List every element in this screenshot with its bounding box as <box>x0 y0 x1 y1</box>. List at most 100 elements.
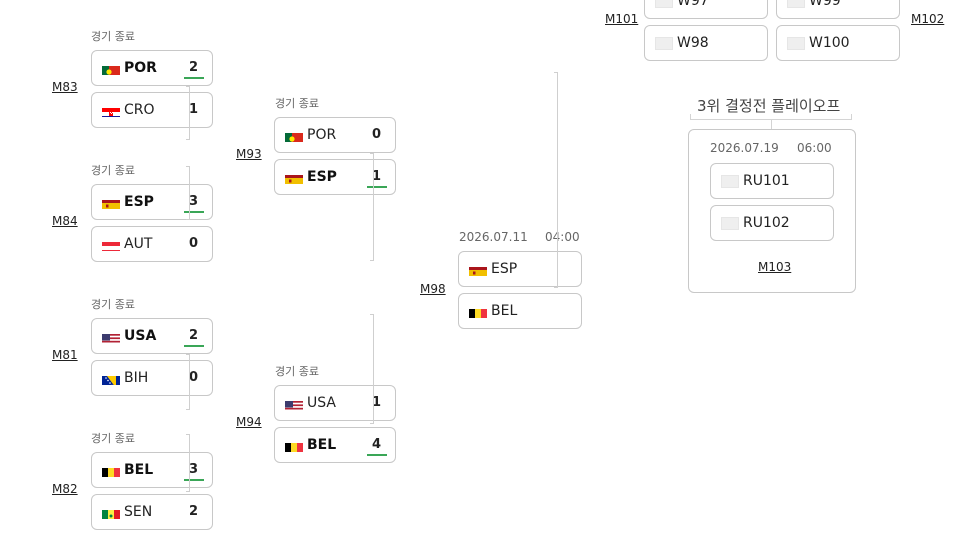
team-code: W98 <box>677 35 709 51</box>
team-code: RU102 <box>743 215 790 231</box>
bracket-connector <box>186 86 190 140</box>
team-code: SEN <box>124 504 153 520</box>
match-link-m103[interactable]: M103 <box>758 260 792 274</box>
title-connector <box>771 119 772 129</box>
team-code: ESP <box>124 194 154 210</box>
team-code: ESP <box>491 261 518 277</box>
team-score: 2 <box>188 328 198 343</box>
team-score: 2 <box>188 60 198 75</box>
winner-indicator <box>184 211 204 213</box>
team-row-bel[interactable]: BEL 3 <box>91 452 213 488</box>
spain-flag-icon <box>469 264 487 276</box>
team-row-ru102[interactable]: RU102 <box>710 205 834 241</box>
team-row-usa[interactable]: USA 1 <box>274 385 396 421</box>
belgium-flag-icon <box>285 440 303 452</box>
team-score: 2 <box>188 504 198 519</box>
portugal-flag-icon <box>285 130 303 142</box>
team-code: BIH <box>124 370 149 386</box>
bracket-connector <box>370 153 374 261</box>
match-link-m94[interactable]: M94 <box>236 415 262 429</box>
match-link-m93[interactable]: M93 <box>236 147 262 161</box>
match-status: 경기 종료 <box>275 97 319 110</box>
belgium-flag-icon <box>469 306 487 318</box>
match-link-m83[interactable]: M83 <box>52 80 78 94</box>
team-score: 3 <box>188 462 198 477</box>
team-row-w98[interactable]: W98 <box>644 25 768 61</box>
team-code: POR <box>307 127 337 143</box>
team-score: 0 <box>188 370 198 385</box>
team-code: BEL <box>307 437 337 453</box>
team-score: 3 <box>188 194 198 209</box>
placeholder-flag-icon <box>787 37 805 50</box>
match-status: 경기 종료 <box>91 432 135 445</box>
spain-flag-icon <box>285 172 303 184</box>
portugal-flag-icon <box>102 63 120 75</box>
match-link-m101[interactable]: M101 <box>605 12 639 26</box>
team-row-por[interactable]: POR 2 <box>91 50 213 86</box>
bracket-connector <box>370 314 374 424</box>
team-row-w99[interactable]: W99 <box>776 0 900 19</box>
placeholder-flag-icon <box>787 0 805 8</box>
bracket-connector <box>186 166 190 220</box>
match-link-m98[interactable]: M98 <box>420 282 446 296</box>
team-row-ru101[interactable]: RU101 <box>710 163 834 199</box>
usa-flag-icon <box>102 331 120 343</box>
team-score: 1 <box>371 169 381 184</box>
team-code: ESP <box>307 169 337 185</box>
match-link-m102[interactable]: M102 <box>911 12 945 26</box>
team-code: BEL <box>124 462 154 478</box>
team-score: 0 <box>371 127 381 142</box>
team-code: BEL <box>491 303 518 319</box>
team-score: 4 <box>371 437 381 452</box>
team-score: 1 <box>371 395 381 410</box>
team-row-w97[interactable]: W97 <box>644 0 768 19</box>
placeholder-flag-icon <box>721 175 739 188</box>
team-row-bih[interactable]: BIH 0 <box>91 360 213 396</box>
match-status: 경기 종료 <box>275 365 319 378</box>
winner-indicator <box>367 454 387 456</box>
match-time: 04:00 <box>545 230 580 244</box>
senegal-flag-icon <box>102 507 120 519</box>
bracket-connector <box>186 354 190 410</box>
team-row-aut[interactable]: AUT 0 <box>91 226 213 262</box>
team-row-bel[interactable]: BEL <box>458 293 582 329</box>
match-link-m81[interactable]: M81 <box>52 348 78 362</box>
austria-flag-icon <box>102 239 120 251</box>
team-row-sen[interactable]: SEN 2 <box>91 494 213 530</box>
team-row-por[interactable]: POR 0 <box>274 117 396 153</box>
winner-indicator <box>184 479 204 481</box>
team-code: RU101 <box>743 173 790 189</box>
team-code: CRO <box>124 102 155 118</box>
team-row-esp[interactable]: ESP 1 <box>274 159 396 195</box>
winner-indicator <box>184 77 204 79</box>
team-code: USA <box>307 395 336 411</box>
placeholder-flag-icon <box>655 0 673 8</box>
team-code: USA <box>124 328 157 344</box>
match-link-m82[interactable]: M82 <box>52 482 78 496</box>
team-row-esp[interactable]: ESP 3 <box>91 184 213 220</box>
third-place-title: 3위 결정전 플레이오프 <box>697 97 841 115</box>
match-link-m84[interactable]: M84 <box>52 214 78 228</box>
team-code: POR <box>124 60 157 76</box>
team-code: AUT <box>124 236 153 252</box>
bosnia-flag-icon <box>102 373 120 385</box>
team-row-esp[interactable]: ESP <box>458 251 582 287</box>
team-code: W97 <box>677 0 709 9</box>
team-row-w100[interactable]: W100 <box>776 25 900 61</box>
match-date: 2026.07.19 <box>710 141 779 155</box>
belgium-flag-icon <box>102 465 120 477</box>
team-score: 1 <box>188 102 198 117</box>
match-status: 경기 종료 <box>91 30 135 43</box>
match-time: 06:00 <box>797 141 832 155</box>
match-status: 경기 종료 <box>91 164 135 177</box>
team-row-usa[interactable]: USA 2 <box>91 318 213 354</box>
team-code: W100 <box>809 35 850 51</box>
team-row-cro[interactable]: CRO 1 <box>91 92 213 128</box>
winner-indicator <box>367 186 387 188</box>
croatia-flag-icon <box>102 105 120 117</box>
placeholder-flag-icon <box>721 217 739 230</box>
team-row-bel[interactable]: BEL 4 <box>274 427 396 463</box>
team-code: W99 <box>809 0 841 9</box>
match-status: 경기 종료 <box>91 298 135 311</box>
match-date: 2026.07.11 <box>459 230 528 244</box>
